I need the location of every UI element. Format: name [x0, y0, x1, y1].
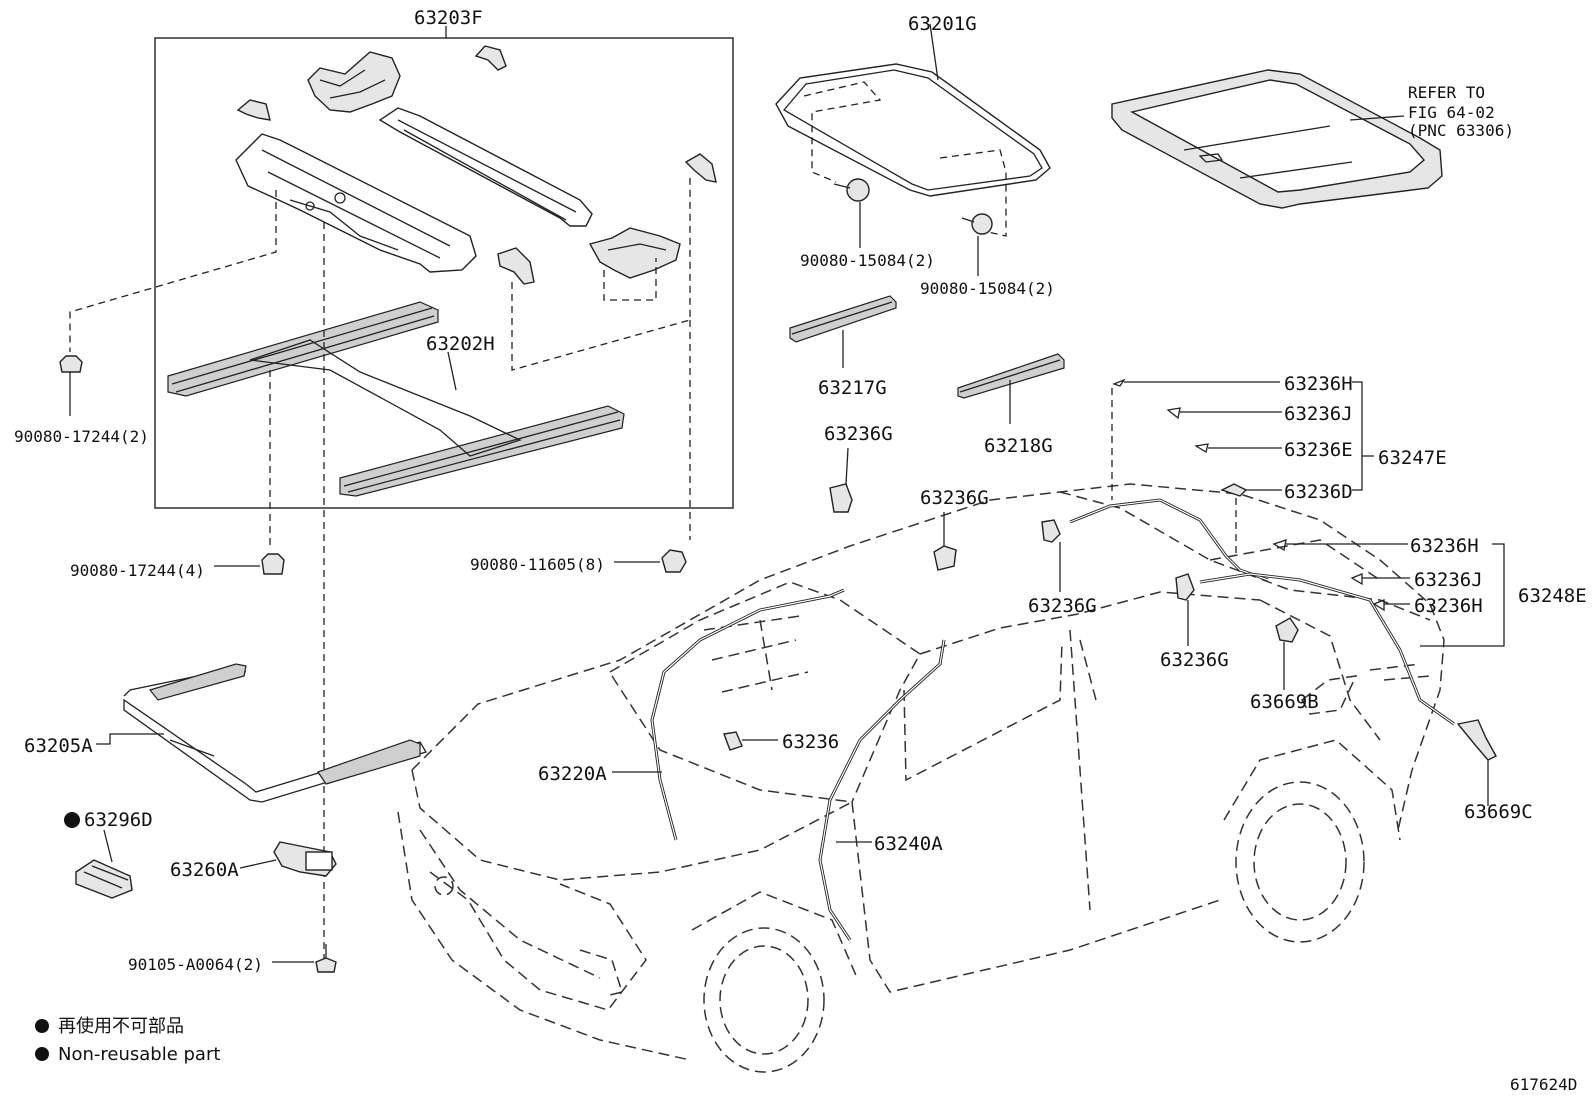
clip-63236G-a — [829, 447, 853, 513]
sunroof-front-frame — [235, 133, 477, 273]
clip-63236H-a — [1112, 378, 1280, 387]
bracket-center — [497, 247, 535, 285]
label-63247E: 63247E — [1378, 447, 1447, 469]
label-63260A: 63260A — [170, 859, 239, 881]
label-9008015084-b: 90080-15084(2) — [920, 279, 1055, 298]
drain-hose-63220A — [650, 588, 845, 841]
label-63236G-c: 63236G — [1028, 595, 1097, 617]
drain-hose-63248E — [1199, 572, 1455, 726]
deflector-63296D — [75, 829, 133, 899]
label-63205A: 63205A — [24, 735, 93, 757]
group-frame — [154, 37, 734, 509]
label-63236H-c: 63236H — [1414, 595, 1483, 617]
label-9008011605: 90080-11605(8) — [470, 555, 605, 574]
sunroof-glass — [775, 23, 1051, 237]
label-9008015084-a: 90080-15084(2) — [800, 251, 935, 270]
label-63202H: 63202H — [426, 333, 495, 355]
sunroof-rear-frame — [378, 107, 593, 227]
label-9010500064: 90105-A0064(2) — [128, 955, 263, 974]
label-refer-to: REFER TO — [1408, 83, 1485, 102]
label-9008017244-a: 90080-17244(2) — [14, 427, 149, 446]
clip-63236D — [1220, 483, 1282, 497]
label-63217G: 63217G — [818, 377, 887, 399]
check-valve-63669B — [1275, 617, 1299, 690]
label-63236J-b: 63236J — [1414, 569, 1483, 591]
label-63220A: 63220A — [538, 763, 607, 785]
clip-63236E — [1194, 443, 1282, 454]
nut-9008017244-top — [59, 355, 83, 416]
clip-top — [474, 45, 507, 71]
illustration-code: 617624D — [1510, 1075, 1577, 1094]
bracket-right — [588, 227, 681, 279]
label-refer-pnc: (PNC 63306) — [1408, 121, 1514, 140]
clip-63236 — [723, 731, 778, 751]
legend-japanese: 再使用不可部品 — [58, 1016, 184, 1037]
clip-left — [236, 99, 271, 121]
glass-bolt-left — [833, 178, 870, 202]
label-63236H-b: 63236H — [1410, 535, 1479, 557]
legend-english: Non-reusable part — [58, 1044, 220, 1065]
legend: 再使用不可部品 Non-reusable part — [35, 1016, 220, 1065]
legend-bullet-icon-1 — [35, 1019, 49, 1033]
clip-63236G-d — [1175, 573, 1195, 646]
bolt-90105A0064 — [272, 944, 337, 973]
sunshade-panel — [1111, 69, 1443, 209]
clip-63236J-a — [1166, 407, 1282, 420]
motor-63260A — [239, 841, 337, 877]
label-63669B: 63669B — [1250, 691, 1319, 713]
label-63248E: 63248E — [1518, 585, 1587, 607]
right-guide-rail — [339, 405, 625, 497]
clip-63236H-c — [1372, 599, 1410, 612]
left-guide-rail — [167, 301, 439, 397]
drain-hose-63247E — [1069, 498, 1269, 582]
label-63240A: 63240A — [874, 833, 943, 855]
label-63236G-b: 63236G — [920, 487, 989, 509]
rail-center-plate — [249, 339, 522, 457]
part-labels: 63203F 63201G REFER TO FIG 64-02 (PNC 63… — [14, 7, 1587, 1094]
weatherstrip-63217G — [789, 295, 897, 368]
weatherstrip-63218G — [957, 353, 1065, 424]
glass-bolt-right — [961, 213, 993, 235]
label-63669C: 63669C — [1464, 801, 1533, 823]
sunroof-housing-group — [69, 26, 734, 960]
drain-hose-63240A — [818, 639, 946, 941]
label-63236E: 63236E — [1284, 439, 1353, 461]
non-reusable-marker-icon — [64, 812, 80, 828]
label-refer-fig: FIG 64-02 — [1408, 103, 1495, 122]
label-63236D: 63236D — [1284, 481, 1353, 503]
label-63236G-a: 63236G — [824, 423, 893, 445]
label-63203F: 63203F — [414, 7, 483, 29]
clip-63236G-c — [1041, 519, 1061, 592]
label-63201G: 63201G — [908, 13, 977, 35]
clip-63236H-b — [1272, 539, 1408, 552]
nut-9008011605 — [614, 549, 687, 573]
clip-right — [684, 153, 717, 183]
label-63236: 63236 — [782, 731, 839, 753]
shade-frame-63205A — [96, 663, 427, 803]
label-9008017244-b: 90080-17244(4) — [70, 561, 205, 580]
label-63236H-a: 63236H — [1284, 373, 1353, 395]
sunroof-center-cover — [307, 51, 401, 113]
clip-63236G-b — [933, 512, 957, 571]
label-63296D: 63296D — [84, 809, 153, 831]
label-63236J-a: 63236J — [1284, 403, 1353, 425]
nut-9008017244-mid — [214, 553, 285, 575]
label-63218G: 63218G — [984, 435, 1053, 457]
check-valve-63669C — [1456, 719, 1497, 806]
legend-bullet-icon-2 — [35, 1047, 49, 1061]
label-63236G-d: 63236G — [1160, 649, 1229, 671]
clip-63236J-b — [1350, 573, 1410, 586]
